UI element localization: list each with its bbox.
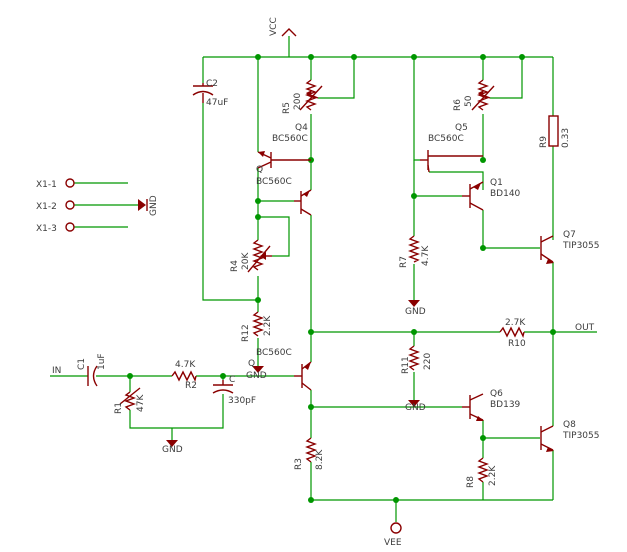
r9-name: R9 <box>539 136 549 148</box>
resistor-r2: 4.7K R2 <box>171 360 197 391</box>
q1-name: Q1 <box>490 178 503 188</box>
r3-name: R3 <box>294 458 304 470</box>
vee-label: VEE <box>384 538 402 548</box>
r12-value: 2.2K <box>263 315 273 336</box>
q1-value: BD140 <box>490 189 521 199</box>
gnd-symbols: GND GND GND GND <box>162 300 426 455</box>
resistor-r8: R8 2.2K <box>466 457 498 488</box>
q7-value: TIP3055 <box>562 241 599 251</box>
r1-name: R1 <box>114 402 124 414</box>
q5-name: Q5 <box>455 123 468 133</box>
x1-gnd-label: GND <box>149 195 159 216</box>
r6-value: 50 <box>464 95 474 107</box>
trimmer-r5: R5 200 <box>282 79 323 114</box>
resistor-r11: R11 220 <box>401 345 433 374</box>
q6-name: Q6 <box>490 389 503 399</box>
q6-value: BD139 <box>490 400 521 410</box>
r12-name: R12 <box>241 324 251 342</box>
r2-value: 4.7K <box>175 360 196 370</box>
x1-pin3-label: X1-3 <box>36 224 57 234</box>
junction-dots <box>127 54 556 503</box>
transistor-q4: Q4 BC560C <box>272 123 312 216</box>
c1-name: C1 <box>77 358 87 370</box>
gnd-label-input: GND <box>162 445 183 455</box>
resistor-r3: R3 8.2K <box>294 437 325 470</box>
resistor-r1: R1 47K <box>114 387 146 414</box>
trimmer-r4: R4 20K <box>230 239 272 273</box>
q5-value: BC560C <box>428 134 464 144</box>
q3-value: BC560C <box>256 177 292 187</box>
transistor-q8: Q8 TIP3055 <box>540 420 599 452</box>
resistor-r10: 2.7K R10 <box>499 318 526 349</box>
r4-value: 20K <box>241 252 251 270</box>
transistor-q2: Q BC560C <box>248 348 312 391</box>
transistor-q6: Q6 BD139 <box>462 389 521 421</box>
transistor-q1: Q1 BD140 <box>462 178 521 211</box>
x1-pin1-label: X1-1 <box>36 180 57 190</box>
trimmer-r6: R6 50 <box>453 79 495 111</box>
wires <box>50 36 597 522</box>
q2-value: BC560C <box>256 348 292 358</box>
capacitor-c2: C2 47uF <box>192 79 228 108</box>
c3-name: C <box>229 375 235 385</box>
resistor-r12: R12 2.2K <box>241 311 273 342</box>
capacitor-c3: C 330pF <box>212 375 256 406</box>
q8-name: Q8 <box>563 420 576 430</box>
r6-name: R6 <box>453 99 463 111</box>
vcc-label: VCC <box>269 17 279 36</box>
q4-value: BC560C <box>272 134 308 144</box>
r7-value: 4.7K <box>421 245 431 266</box>
vcc-symbol: VCC <box>269 17 297 37</box>
gnd-label-r12: GND <box>246 371 267 381</box>
r10-name: R10 <box>508 339 526 349</box>
gnd-label-r7: GND <box>405 307 426 317</box>
r2-name: R2 <box>185 381 197 391</box>
c2-value: 47uF <box>206 98 228 108</box>
c2-name: C2 <box>206 79 218 89</box>
resistor-r9: R9 0.33 <box>539 115 571 148</box>
input-label: IN <box>52 366 61 376</box>
r8-name: R8 <box>466 476 476 488</box>
r5-name: R5 <box>282 102 292 114</box>
connector-x1: X1-1 X1-2 X1-3 GND <box>36 178 159 234</box>
capacitor-c1: C1 1uF <box>77 353 107 387</box>
r8-value: 2.2K <box>488 465 498 486</box>
transistor-q5: Q5 BC560C <box>420 123 483 173</box>
resistor-r7: R7 4.7K <box>399 235 431 268</box>
r10-value: 2.7K <box>505 318 526 328</box>
q8-value: TIP3055 <box>562 431 599 441</box>
transistor-q3: Q BC560C <box>256 151 311 187</box>
r5-value: 200 <box>293 93 303 110</box>
r9-value: 0.33 <box>561 128 571 148</box>
q3-name: Q <box>256 165 263 175</box>
gnd-label-r11: GND <box>405 403 426 413</box>
r3-value: 8.2K <box>315 449 325 470</box>
q7-name: Q7 <box>563 230 576 240</box>
r11-name: R11 <box>401 356 411 374</box>
r4-name: R4 <box>230 260 240 272</box>
transistor-q7: Q7 TIP3055 <box>540 230 599 264</box>
q2-name: Q <box>248 359 255 369</box>
q4-name: Q4 <box>295 123 308 133</box>
c1-value: 1uF <box>97 353 107 370</box>
r11-value: 220 <box>423 353 433 370</box>
x1-pin2-label: X1-2 <box>36 202 57 212</box>
c3-value: 330pF <box>228 396 256 406</box>
r1-value: 47K <box>136 394 146 412</box>
r7-name: R7 <box>399 256 409 268</box>
vee-symbol: VEE <box>384 522 402 548</box>
output-label: OUT <box>575 323 595 333</box>
